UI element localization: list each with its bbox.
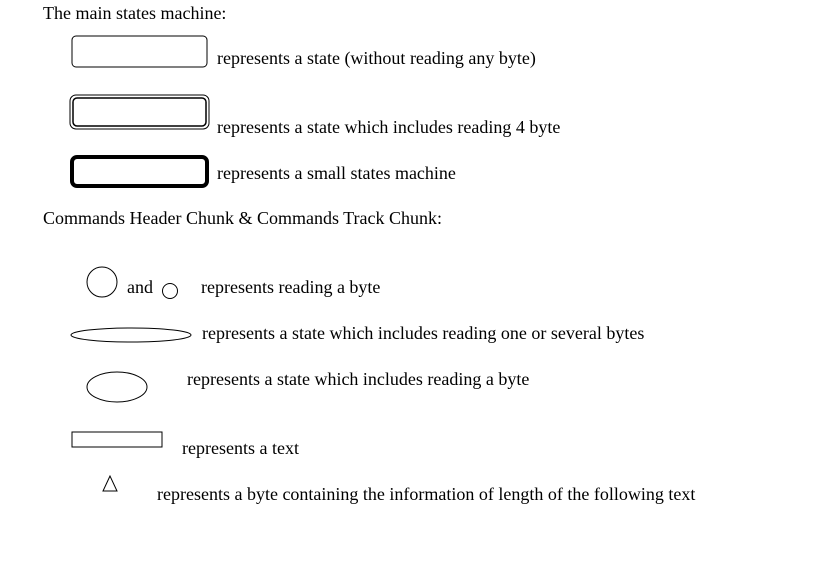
- legend-label-several-bytes: represents a state which includes readin…: [202, 323, 645, 343]
- and-text: and: [127, 277, 153, 297]
- legend-label-state-reading-byte: represents a state which includes readin…: [187, 369, 530, 389]
- rounded-rect-icon: [71, 35, 208, 68]
- legend-label-text: represents a text: [182, 438, 299, 458]
- legend-label-length-byte: represents a byte containing the informa…: [157, 484, 696, 504]
- ellipse-icon: [86, 371, 148, 403]
- legend-label-reading-byte: represents reading a byte: [201, 277, 381, 297]
- circle-icon: [86, 266, 118, 298]
- flat-ellipse-icon: [70, 327, 192, 343]
- legend-label-state: represents a state (without reading any …: [217, 48, 536, 68]
- double-rounded-rect-icon: [69, 94, 210, 130]
- legend-label-small-states-machine: represents a small states machine: [217, 163, 456, 183]
- commands-heading: Commands Header Chunk & Commands Track C…: [43, 208, 442, 228]
- bold-rounded-rect-icon: [70, 155, 209, 188]
- legend-label-state-4-byte: represents a state which includes readin…: [217, 117, 561, 137]
- triangle-icon: [102, 474, 118, 492]
- rectangle-icon: [71, 431, 163, 448]
- main-states-heading: The main states machine:: [43, 3, 227, 23]
- small-circle-icon: [162, 283, 178, 299]
